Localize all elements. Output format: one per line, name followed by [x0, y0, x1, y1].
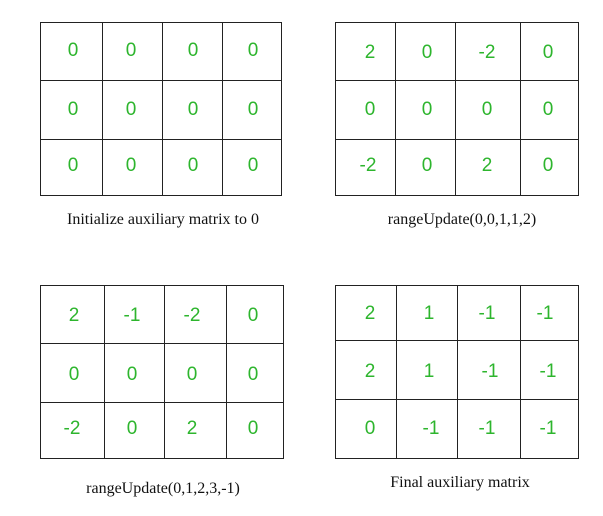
matrix-cell: -1 [481, 361, 499, 382]
grid-column-divider [395, 23, 396, 195]
matrix-cell: -1 [536, 303, 554, 324]
grid-row-divider [336, 139, 578, 140]
matrix-cell: 0 [542, 42, 554, 63]
matrix-grid: 2 0 -2 0 0 0 0 0 -2 0 2 0 [335, 22, 579, 196]
matrix-caption: rangeUpdate(0,0,1,1,2) [387, 211, 537, 228]
grid-column-divider [222, 23, 223, 195]
matrix-grid: 0 0 0 0 0 0 0 0 0 0 0 0 [40, 22, 282, 196]
matrix-cell: -2 [63, 418, 81, 439]
matrix-cell: 2 [364, 303, 376, 324]
matrix-cell: 0 [364, 99, 376, 120]
matrix-cell: 0 [542, 155, 554, 176]
matrix-cell: 0 [247, 40, 259, 61]
grid-row-divider [41, 139, 281, 140]
matrix-cell: 0 [68, 364, 80, 385]
matrix-cell: 0 [247, 99, 259, 120]
matrix-cell: 1 [423, 361, 435, 382]
matrix-cell: 1 [423, 303, 435, 324]
matrix-cell: -1 [539, 418, 557, 439]
matrix-cell: -1 [478, 303, 496, 324]
grid-column-divider [520, 286, 521, 458]
matrix-cell: -1 [478, 418, 496, 439]
matrix-caption: Final auxiliary matrix [390, 474, 530, 491]
grid-row-divider [336, 80, 578, 81]
grid-row-divider [41, 343, 283, 344]
matrix-grid: 2 -1 -2 0 0 0 0 0 -2 0 2 0 [40, 285, 284, 459]
matrix-cell: 2 [364, 361, 376, 382]
matrix-cell: 0 [126, 364, 138, 385]
matrix-cell: 0 [421, 155, 433, 176]
matrix-cell: 0 [186, 364, 198, 385]
matrix-cell: 0 [542, 99, 554, 120]
matrix-cell: 0 [187, 40, 199, 61]
matrix-cell: 2 [68, 305, 80, 326]
matrix-cell: -2 [359, 155, 377, 176]
matrix-cell: 0 [481, 99, 493, 120]
matrix-cell: 0 [67, 40, 79, 61]
matrix-cell: 0 [421, 99, 433, 120]
matrix-cell: 2 [186, 418, 198, 439]
matrix-cell: -2 [183, 305, 201, 326]
matrix-cell: 0 [126, 418, 138, 439]
matrix-cell: 0 [364, 418, 376, 439]
grid-row-divider [336, 340, 578, 341]
grid-column-divider [520, 23, 521, 195]
grid-column-divider [457, 286, 458, 458]
matrix-grid: 2 1 -1 -1 2 1 -1 -1 0 -1 -1 -1 [335, 285, 579, 459]
matrix-cell: 0 [187, 99, 199, 120]
matrix-cell: 0 [187, 155, 199, 176]
matrix-cell: 0 [247, 364, 259, 385]
matrix-cell: 0 [125, 40, 137, 61]
matrix-cell: 0 [247, 155, 259, 176]
grid-column-divider [162, 23, 163, 195]
grid-row-divider [336, 399, 578, 400]
matrix-cell: 0 [421, 42, 433, 63]
matrix-cell: -1 [123, 305, 141, 326]
matrix-cell: 2 [364, 42, 376, 63]
matrix-caption: Initialize auxiliary matrix to 0 [67, 211, 259, 228]
grid-row-divider [41, 402, 283, 403]
matrix-cell: 0 [67, 99, 79, 120]
grid-column-divider [104, 286, 105, 458]
matrix-cell: -1 [422, 418, 440, 439]
matrix-cell: -1 [539, 361, 557, 382]
matrix-cell: 2 [481, 155, 493, 176]
matrix-cell: 0 [247, 305, 259, 326]
matrix-caption: rangeUpdate(0,1,2,3,-1) [86, 480, 240, 497]
grid-column-divider [102, 23, 103, 195]
grid-column-divider [396, 286, 397, 458]
grid-column-divider [226, 286, 227, 458]
matrix-cell: 0 [247, 418, 259, 439]
matrix-cell: -2 [478, 42, 496, 63]
grid-column-divider [455, 23, 456, 195]
grid-column-divider [164, 286, 165, 458]
matrix-cell: 0 [125, 155, 137, 176]
matrix-cell: 0 [125, 99, 137, 120]
grid-row-divider [41, 80, 281, 81]
matrix-cell: 0 [67, 155, 79, 176]
